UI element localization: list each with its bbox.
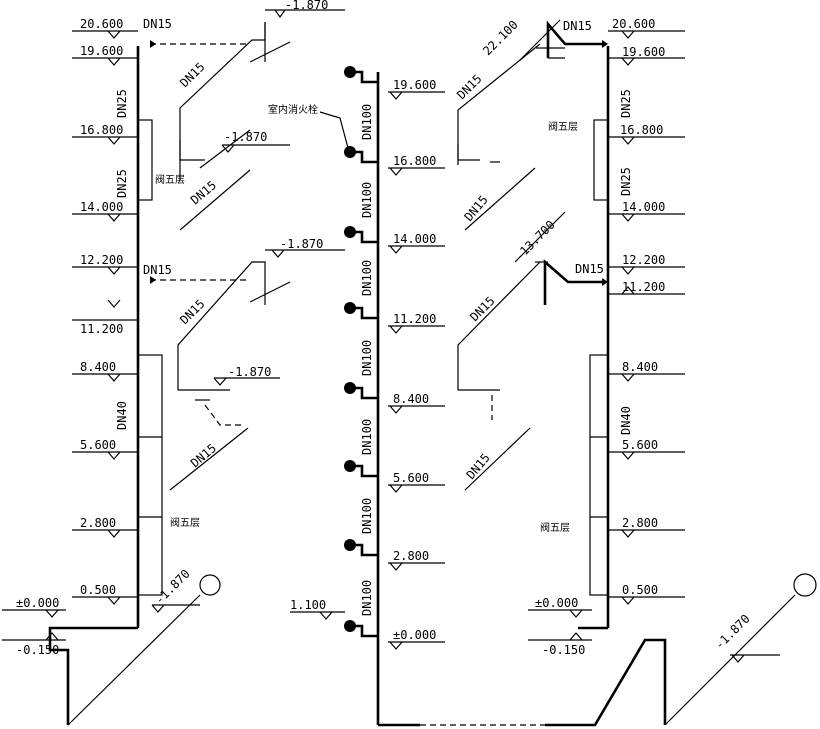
right-elev-6: 8.400 [622, 360, 658, 374]
left-pipe-label-0: DN15 [143, 17, 172, 31]
right-index-circle [793, 573, 817, 597]
center-pipe-label-2: DN100 [360, 260, 374, 296]
right-elev-8: 2.800 [622, 516, 658, 530]
center-elev-8: 1.100 [290, 598, 326, 612]
right-elev-9: 0.500 [622, 583, 658, 597]
right-valve-box-2 [589, 354, 609, 596]
left-valve-label-1: 阀五层 [170, 516, 200, 529]
left-elev-5: 11.200 [80, 322, 123, 336]
right-branch-2 [457, 261, 541, 390]
right-branch-pipe-0: DN15 [454, 72, 484, 102]
right-branch-elev-1: 13.700 [517, 218, 558, 259]
right-valve-label-1: 阀五层 [540, 521, 570, 534]
left-elev-3: 14.000 [80, 200, 123, 214]
left-elev-8: 2.800 [80, 516, 116, 530]
right-riser: 20.600 19.600 16.800 14.000 12.200 11.20… [454, 17, 817, 726]
center-pipe-label-0: DN100 [360, 104, 374, 140]
right-elev-4: 12.200 [622, 253, 665, 267]
center-elev-2: 14.000 [393, 232, 436, 246]
left-elev-6: 8.400 [80, 360, 116, 374]
left-valve-box-2 [137, 354, 163, 596]
center-pipe-label-5: DN100 [360, 498, 374, 534]
hydrant-group [344, 66, 378, 638]
center-elevation-marks [290, 91, 445, 650]
center-elev-0: 19.600 [393, 78, 436, 92]
left-pipe-label-1: DN25 [115, 89, 129, 118]
left-elev-7: 5.600 [80, 438, 116, 452]
left-elev-0: 20.600 [80, 17, 123, 31]
center-pipe-label-4: DN100 [360, 419, 374, 455]
right-elev-2: 16.800 [620, 123, 663, 137]
right-pipe-label-3: DN15 [575, 262, 604, 276]
right-elev-1: 19.600 [622, 45, 665, 59]
left-supply-line [67, 594, 201, 726]
left-branch-elev-1: -1.870 [224, 130, 267, 144]
center-pipe-label-6: DN100 [360, 580, 374, 616]
right-elev-0: 20.600 [612, 17, 655, 31]
right-pipe-label-2: DN25 [619, 167, 633, 196]
right-elev-10: ±0.000 [535, 596, 578, 610]
right-pipe-label-1: DN25 [619, 89, 633, 118]
left-branch-1 [179, 22, 266, 180]
right-pipe-label-0: DN15 [563, 19, 592, 33]
left-pipe-label-2: DN25 [115, 169, 129, 198]
left-branch-elev-2: -1.870 [280, 237, 323, 251]
right-branch-1 [457, 43, 541, 165]
left-pipe-label-4: DN40 [115, 401, 129, 430]
left-elev-1: 19.600 [80, 44, 123, 58]
center-riser: 室内消火栓 19.600 16.800 14.000 11.200 8.400 … [268, 66, 667, 727]
left-branch-elev-4: -1.870 [152, 567, 193, 608]
center-pipe-label-1: DN100 [360, 182, 374, 218]
left-pipe-label-3: DN15 [143, 263, 172, 277]
left-valve-label-0: 阀五层 [155, 173, 185, 186]
center-elev-5: 5.600 [393, 471, 429, 485]
center-pipe-label-3: DN100 [360, 340, 374, 376]
hydrant-label: 室内消火栓 [268, 103, 318, 116]
left-index-circle [199, 574, 221, 596]
center-elev-4: 8.400 [393, 392, 429, 406]
right-elevation-marks [528, 30, 685, 641]
center-elev-1: 16.800 [393, 154, 436, 168]
center-elev-6: 2.800 [393, 549, 429, 563]
right-elev-3: 14.000 [622, 200, 665, 214]
left-elev-9: 0.500 [80, 583, 116, 597]
center-elev-3: 11.200 [393, 312, 436, 326]
right-pipe-label-4: DN40 [619, 406, 633, 435]
left-bottom-pipe [48, 626, 138, 725]
right-branch-elev-2: -1.870 [712, 612, 753, 653]
left-elevation-marks [2, 30, 138, 641]
right-valve-label-0: 阀五层 [548, 120, 578, 133]
left-branch-pipe-2: DN15 [177, 297, 207, 327]
right-supply-line [664, 594, 796, 726]
left-elev-11: -0.150 [16, 643, 59, 657]
right-branch-elev-0: 22.100 [480, 18, 521, 59]
right-elev-11: -0.150 [542, 643, 585, 657]
left-elev-4: 12.200 [80, 253, 123, 267]
right-elev-5: 11.200 [622, 280, 665, 294]
left-elev-10: ±0.000 [16, 596, 59, 610]
right-elev-7: 5.600 [622, 438, 658, 452]
center-elev-7: ±0.000 [393, 628, 436, 642]
left-elev-2: 16.800 [80, 123, 123, 137]
right-valve-box-1 [593, 119, 609, 201]
left-branch-pipe-3: DN15 [188, 441, 219, 470]
left-branch-2 [177, 261, 266, 390]
left-branch-elev-0: -1.870 [285, 0, 328, 12]
left-valve-box-1 [137, 119, 153, 201]
left-branch-elev-3: -1.870 [228, 365, 271, 379]
left-branch-pipe-1: DN15 [188, 178, 219, 207]
